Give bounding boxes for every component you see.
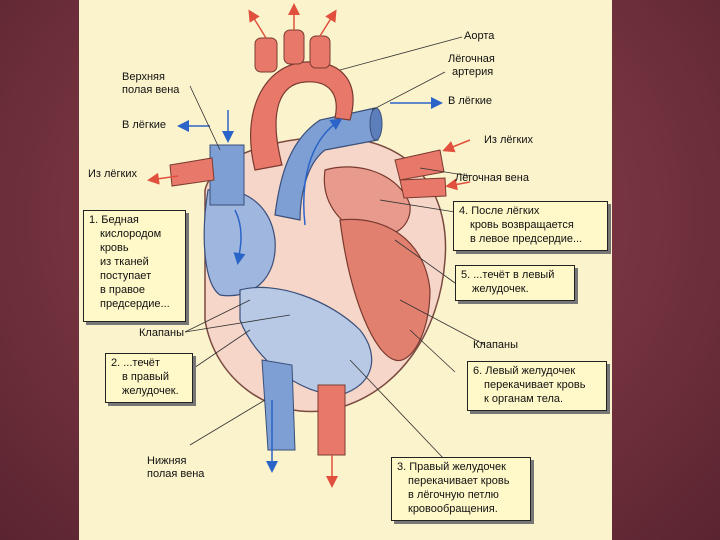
step-1-line: в правое xyxy=(89,283,180,297)
pulmonary-vein-right xyxy=(400,178,446,198)
step-3-line: перекачивает кровь xyxy=(397,474,525,488)
step-1-line: 1. Бедная xyxy=(89,213,180,227)
step-6-box: 6. Левый желудочек перекачивает кровь к … xyxy=(467,361,607,411)
step-6-line: 6. Левый желудочек xyxy=(473,364,601,378)
step-1-line: кислородом xyxy=(89,227,180,241)
label-line: Верхняя xyxy=(122,71,179,84)
step-4-line: кровь возвращается xyxy=(459,218,602,232)
step-1-box: 1. Бедная кислородом кровь из тканей пос… xyxy=(83,210,186,322)
step-2-box: 2. ...течёт в правый желудочек. xyxy=(105,353,193,403)
descending-aorta xyxy=(318,385,345,455)
aortic-branch xyxy=(310,36,330,68)
step-3-line: кровообращения. xyxy=(397,502,525,516)
label-line: Лёгочная xyxy=(448,53,495,66)
superior-vena-cava xyxy=(210,145,244,205)
step-3-box: 3. Правый желудочек перекачивает кровь в… xyxy=(391,457,531,521)
arrow-red xyxy=(445,140,470,150)
step-2-line: желудочек. xyxy=(111,384,187,398)
step-6-line: к органам тела. xyxy=(473,392,601,406)
step-2-line: 2. ...течёт xyxy=(111,356,187,370)
step-4-box: 4. После лёгких кровь возвращается в лев… xyxy=(453,201,608,251)
label-line: артерия xyxy=(448,66,495,79)
inferior-vena-cava xyxy=(262,360,295,450)
step-5-box: 5. ...течёт в левый желудочек. xyxy=(455,265,575,301)
label-line: полая вена xyxy=(147,468,204,481)
step-5-line: 5. ...течёт в левый xyxy=(461,268,569,282)
step-3-line: в лёгочную петлю xyxy=(397,488,525,502)
step-1-line: предсердие... xyxy=(89,297,180,311)
label-valves-right: Клапаны xyxy=(473,339,518,352)
step-1-line: кровь xyxy=(89,241,180,255)
label-from-lungs-right: Из лёгких xyxy=(484,134,533,147)
label-line: полая вена xyxy=(122,84,179,97)
step-2-line: в правый xyxy=(111,370,187,384)
step-6-line: перекачивает кровь xyxy=(473,378,601,392)
step-4-line: 4. После лёгких xyxy=(459,204,602,218)
aortic-branch xyxy=(255,38,277,72)
label-pulmonary-vein: Лёгочная вена xyxy=(455,172,529,185)
pulmonary-vein-right xyxy=(395,150,444,180)
label-pulmonary-artery: Лёгочная артерия xyxy=(448,53,495,79)
arrow-red xyxy=(250,12,266,38)
aortic-branch xyxy=(284,30,304,64)
label-superior-vena-cava: Верхняя полая вена xyxy=(122,71,179,97)
step-1-line: поступает xyxy=(89,269,180,283)
step-3-line: 3. Правый желудочек xyxy=(397,460,525,474)
pulmonary-artery-end xyxy=(370,108,382,140)
step-1-line: из тканей xyxy=(89,255,180,269)
arrow-red xyxy=(320,12,335,36)
label-from-lungs-left: Из лёгких xyxy=(88,168,137,181)
label-aorta: Аорта xyxy=(464,30,494,43)
label-to-lungs-left: В лёгкие xyxy=(122,119,166,132)
step-5-line: желудочек. xyxy=(461,282,569,296)
label-valves-left: Клапаны xyxy=(139,327,184,340)
label-inferior-vena-cava: Нижняя полая вена xyxy=(147,455,204,481)
label-to-lungs-right: В лёгкие xyxy=(448,95,492,108)
step-4-line: в левое предсердие... xyxy=(459,232,602,246)
label-line: Нижняя xyxy=(147,455,204,468)
